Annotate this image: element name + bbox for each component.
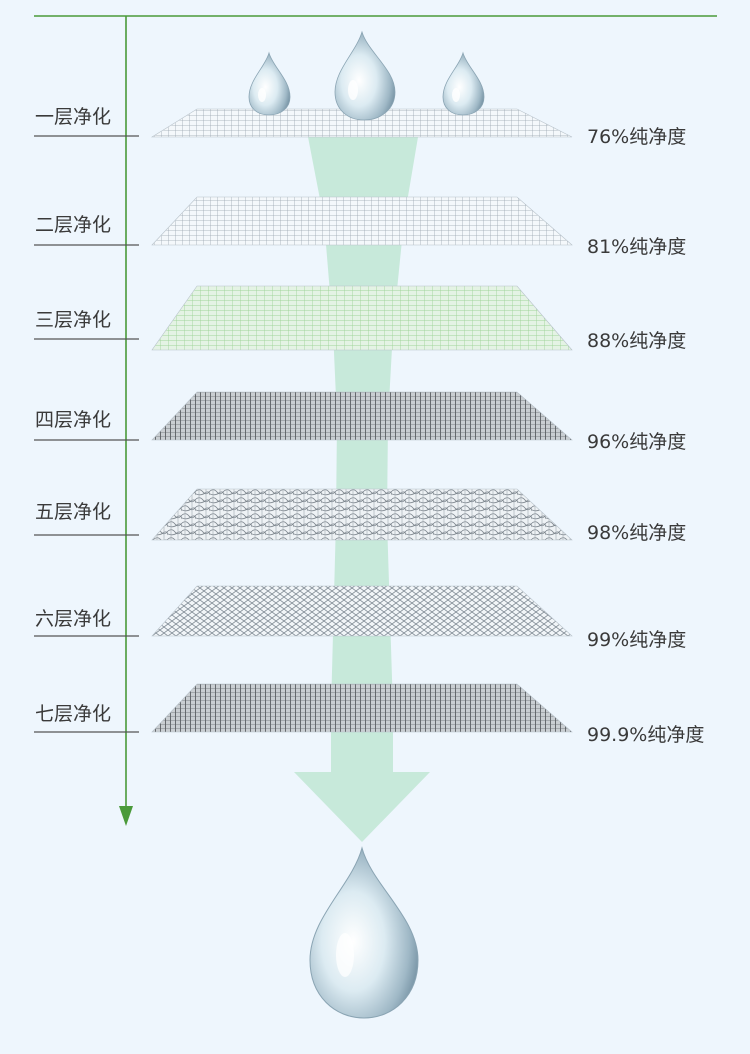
filter-mesh-layer (151, 285, 573, 351)
layer-label: 一层净化 (35, 106, 112, 128)
purity-label: 99%纯净度 (587, 629, 687, 651)
purity-label: 96%纯净度 (587, 431, 687, 453)
water-drop-icon (248, 51, 291, 116)
filter-mesh-layer (151, 391, 573, 441)
layer-label: 七层净化 (35, 703, 112, 725)
filter-mesh-layer (151, 585, 573, 637)
layer-label: 四层净化 (35, 409, 112, 431)
layer-label: 三层净化 (35, 309, 112, 331)
purity-label: 99.9%纯净度 (587, 724, 705, 746)
water-drop-icon (334, 30, 396, 121)
layer-label: 二层净化 (35, 214, 112, 236)
filter-mesh-layer (151, 196, 573, 246)
filter-mesh-layer (151, 683, 573, 733)
purity-label: 81%纯净度 (587, 236, 687, 258)
purity-label: 76%纯净度 (587, 126, 687, 148)
filter-mesh-layer (150, 108, 573, 138)
layer-label: 五层净化 (35, 501, 112, 523)
water-drop-icon (442, 51, 485, 116)
filter-mesh-layer (151, 488, 573, 541)
purity-label: 88%纯净度 (587, 330, 687, 352)
water-drop-icon (309, 846, 419, 1019)
purity-label: 98%纯净度 (587, 522, 687, 544)
axis-arrow-icon (119, 806, 133, 826)
layer-label: 六层净化 (35, 608, 112, 630)
